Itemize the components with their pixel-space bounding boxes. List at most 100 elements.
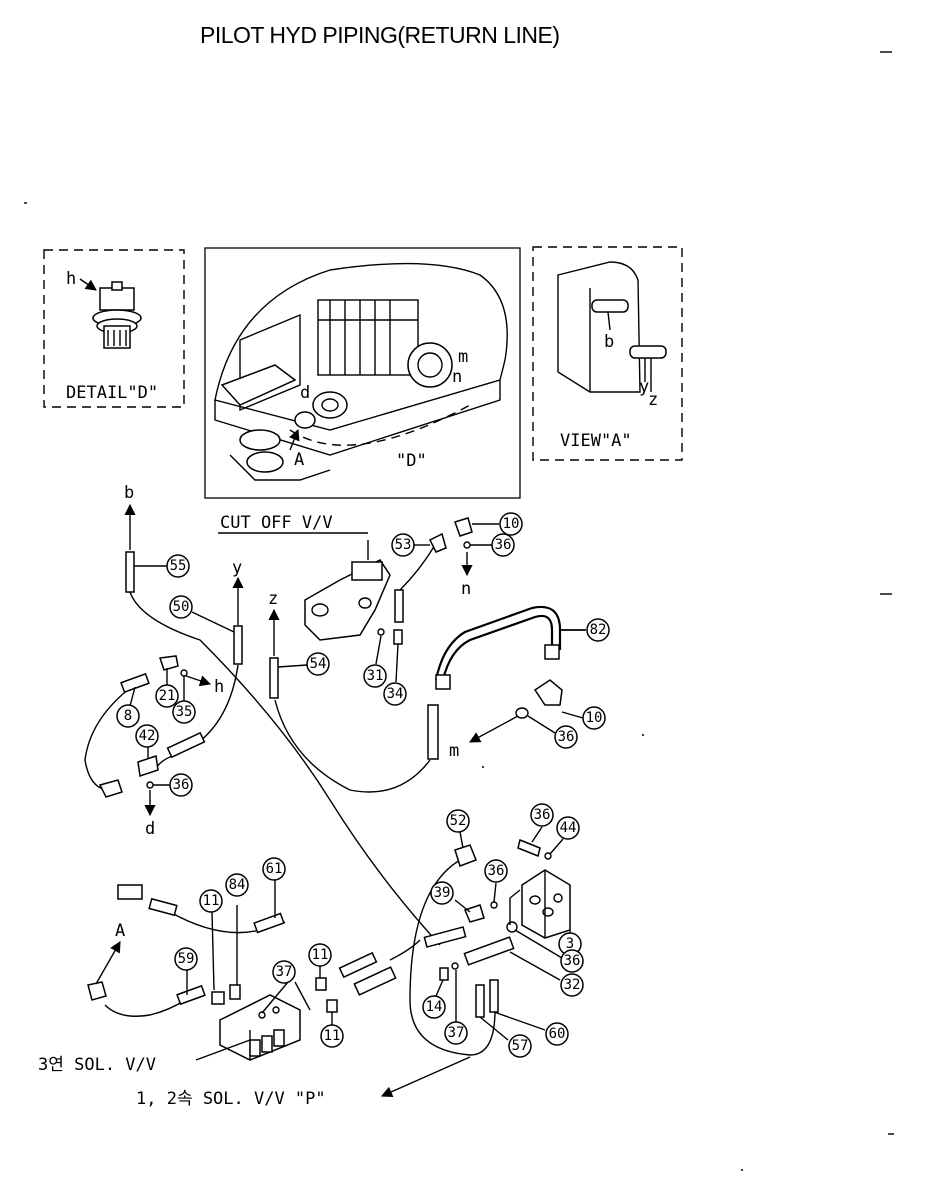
callout-36: 36 (484, 859, 508, 883)
oring-35 (180, 669, 188, 677)
callout-36: 36 (530, 803, 554, 827)
callout-35: 35 (172, 700, 196, 724)
detail-d-frame (43, 249, 185, 408)
leader-lines (129, 523, 586, 1041)
fitting-50 (233, 625, 243, 665)
hose-55 (129, 591, 441, 946)
callout-10: 10 (499, 512, 523, 536)
svg-text:55: 55 (170, 558, 187, 574)
callout-55: 55 (166, 554, 190, 578)
hose-53 (399, 544, 436, 591)
fitting-10 (454, 517, 473, 537)
callout-8: 8 (116, 704, 140, 728)
view-a-fitting-yz (629, 345, 667, 359)
svg-text:36: 36 (558, 729, 575, 745)
fitting-39 (463, 904, 485, 923)
sol-valve-12-label: 1, 2속 SOL. V/V "P" (136, 1089, 326, 1109)
callout-82: 82 (586, 618, 610, 642)
callout-10: 10 (582, 706, 606, 730)
svg-text:59: 59 (178, 951, 195, 967)
oring-36d (490, 901, 498, 909)
svg-text:36: 36 (173, 777, 190, 793)
oring-36b (463, 541, 471, 549)
bolt-36 (517, 838, 541, 858)
fitting-54 (269, 657, 279, 699)
svg-text:37: 37 (448, 1025, 465, 1041)
callout-34: 34 (383, 682, 407, 706)
callout-61: 61 (262, 857, 286, 881)
fitting-59 (176, 984, 206, 1006)
svg-text:54: 54 (310, 656, 327, 672)
fitting-11a (211, 991, 225, 1005)
fitting-53-end (394, 589, 404, 623)
callout-44: 44 (556, 816, 580, 840)
svg-text:10: 10 (586, 710, 603, 726)
fitting-52 (454, 844, 477, 867)
oring-36e (506, 921, 518, 933)
fitting-11b (315, 977, 327, 991)
detail-h-letter: h (66, 269, 76, 289)
hose-59 (104, 999, 186, 1017)
svg-text:53: 53 (395, 537, 412, 553)
fitting-84 (229, 984, 241, 1000)
svg-text:50: 50 (173, 599, 190, 615)
callout-32: 32 (560, 973, 584, 997)
svg-text:60: 60 (549, 1026, 566, 1042)
callout-54: 54 (306, 652, 330, 676)
svg-text:82: 82 (590, 622, 607, 638)
letter-n: n (461, 579, 471, 599)
svg-text:32: 32 (564, 977, 581, 993)
diagram-title: PILOT HYD PIPING(RETURN LINE) (200, 22, 560, 48)
hose-lines (84, 544, 496, 1056)
fitting-32 (463, 936, 515, 966)
svg-text:36: 36 (564, 953, 581, 969)
view-a-body (557, 261, 641, 393)
svg-text:36: 36 (534, 807, 551, 823)
svg-text:42: 42 (139, 728, 156, 744)
callout-21: 21 (155, 684, 179, 708)
upper-structure-drawing (214, 262, 508, 481)
view-a-frame (532, 246, 683, 461)
callout-14: 14 (422, 995, 446, 1019)
svg-text:8: 8 (124, 708, 132, 724)
callout-84: 84 (225, 873, 249, 897)
callout-11: 11 (308, 943, 332, 967)
callout-11: 11 (199, 889, 223, 913)
overview-d-letter: d (300, 383, 310, 403)
callout-59: 59 (174, 947, 198, 971)
oring-31 (377, 628, 385, 636)
fitting-55 (125, 551, 135, 593)
letter-z: z (268, 589, 278, 609)
cut-off-valve (218, 532, 391, 641)
view-a-panel: b y z VIEW"A" (532, 246, 683, 461)
fitting-11c (326, 999, 338, 1013)
view-a-y-letter: y (639, 377, 649, 397)
overview-a-letter: A (294, 450, 304, 470)
callout-37: 37 (444, 1021, 468, 1045)
svg-text:44: 44 (560, 820, 577, 836)
letter-y: y (232, 558, 242, 578)
oring-37 (451, 962, 459, 970)
svg-text:35: 35 (176, 704, 193, 720)
callouts: 55 50 54 8 21 35 42 36 31 34 53 10 36 82… (116, 512, 610, 1058)
callout-60: 60 (545, 1022, 569, 1046)
callout-42: 42 (135, 724, 159, 748)
fitting-21 (158, 655, 179, 671)
callout-57: 57 (508, 1034, 532, 1058)
view-a-label: VIEW"A" (560, 431, 632, 451)
flow-arrows (95, 503, 519, 1098)
callout-36: 36 (491, 533, 515, 557)
overview-frame (204, 247, 521, 499)
view-a-fitting-b (591, 299, 629, 313)
hose-fitting-m (427, 704, 439, 760)
letter-b: b (124, 483, 134, 503)
overview-n-letter: n (452, 367, 462, 387)
callout-50: 50 (169, 595, 193, 619)
callout-31: 31 (363, 664, 387, 688)
swivel-joint-drawing (92, 281, 142, 349)
overview-d-label: "D" (396, 451, 427, 471)
letter-m: m (449, 741, 459, 761)
callout-36: 36 (554, 725, 578, 749)
oring-36c (515, 707, 529, 719)
hose-52 (409, 859, 496, 1056)
